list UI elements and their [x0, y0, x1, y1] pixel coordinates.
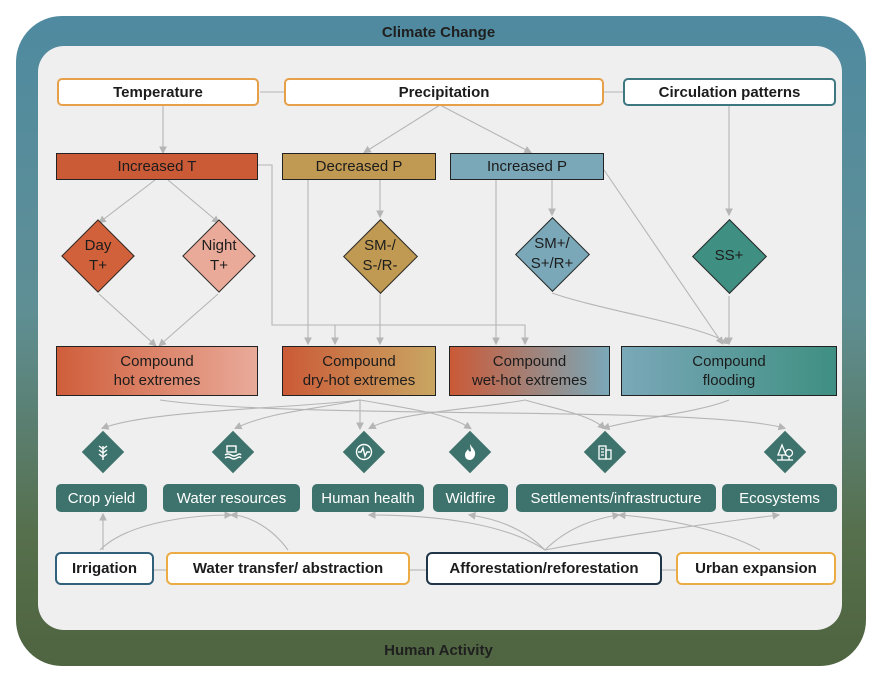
arrow-inct-night [167, 179, 220, 224]
wet-soil-label: SM+/ S+/R+ [512, 234, 592, 274]
activity-irrigation: Irrigation [55, 552, 154, 585]
tree-icon [770, 437, 800, 467]
compound-wethot-line2: wet-hot extremes [471, 372, 588, 389]
activity-water-transfer: Water transfer/ abstraction [166, 552, 410, 585]
fan-settle [524, 399, 606, 430]
compound-flood-box: Compound flooding [621, 346, 837, 396]
impact-human-health: Human health [312, 484, 424, 512]
compound-flood-line2: flooding [702, 372, 756, 389]
arrow-urban-settle [617, 511, 761, 551]
temperature-node: Temperature [57, 78, 259, 106]
compound-hot-line1: Compound [120, 353, 194, 370]
climate-change-title: Climate Change [381, 24, 496, 41]
arrow-affo-health [367, 511, 546, 551]
diagram-panel [38, 46, 842, 630]
increased-p-bar: Increased P [450, 153, 604, 180]
arrow-affo-eco [544, 511, 781, 551]
night-t-line2: T+ [210, 257, 228, 274]
compound-hot-line2: hot extremes [113, 372, 201, 389]
compound-dryhot-line1: Compound [322, 353, 396, 370]
dry-soil-line2: S-/R- [362, 257, 398, 274]
impact-crop-yield: Crop yield [56, 484, 147, 512]
arrow-day-hot [98, 293, 157, 347]
route-inct-wethot [258, 164, 529, 346]
wheat-icon [88, 437, 118, 467]
fan-eco [159, 399, 787, 431]
arrow-transfer-water [229, 511, 289, 551]
buildings-icon [590, 437, 620, 467]
fan-crop [100, 399, 361, 430]
human-activity-title: Human Activity [384, 642, 493, 659]
impact-water-resources: Water resources [163, 484, 300, 512]
fan-flood-settle [601, 399, 730, 431]
circulation-node: Circulation patterns [623, 78, 836, 106]
water-resource-icon [218, 437, 248, 467]
arrow-night-hot [158, 293, 219, 347]
health-monitor-icon [349, 437, 379, 467]
impact-ecosystems: Ecosystems [722, 484, 837, 512]
wet-soil-line1: SM+/ [534, 235, 570, 252]
compound-dryhot-line2: dry-hot extremes [302, 372, 416, 389]
day-t-line2: T+ [89, 257, 107, 274]
precipitation-node: Precipitation [284, 78, 604, 106]
fan-water [234, 399, 361, 430]
arrow-wet-flood [551, 292, 730, 345]
activity-urban-expansion: Urban expansion [676, 552, 836, 585]
arrow-inct-day [98, 179, 156, 224]
night-t-line1: Night [201, 237, 237, 254]
fire-icon [455, 437, 485, 467]
wet-soil-line2: S+/R+ [530, 255, 574, 272]
compound-dryhot-box: Compound dry-hot extremes [282, 346, 436, 396]
decreased-p-bar: Decreased P [282, 153, 436, 180]
dry-soil-label: SM-/ S-/R- [340, 236, 420, 276]
activity-afforestation: Afforestation/reforestation [426, 552, 662, 585]
compound-flood-line1: Compound [692, 353, 766, 370]
dry-soil-line1: SM-/ [364, 237, 396, 254]
route-incp-flood [603, 169, 724, 345]
arrow-precip-incp [439, 104, 532, 154]
compound-hot-box: Compound hot extremes [56, 346, 258, 396]
compound-wethot-line1: Compound [492, 353, 567, 370]
arrow-affo-settle [544, 512, 621, 551]
storm-surge-label: SS+ [693, 236, 765, 276]
fan-health-b [368, 399, 526, 430]
fan-fire [359, 399, 472, 430]
compound-wethot-box: Compound wet-hot extremes [449, 346, 610, 396]
increased-t-bar: Increased T [56, 153, 258, 180]
impact-wildfire: Wildfire [433, 484, 508, 512]
arrow-precip-decp [363, 104, 441, 154]
arrow-irr-water [99, 511, 233, 551]
impact-settlements: Settlements/infrastructure [516, 484, 716, 512]
arrow-affo-fire [467, 512, 546, 551]
day-t-line1: Day [84, 237, 112, 254]
storm-surge-line1: SS+ [714, 247, 744, 264]
